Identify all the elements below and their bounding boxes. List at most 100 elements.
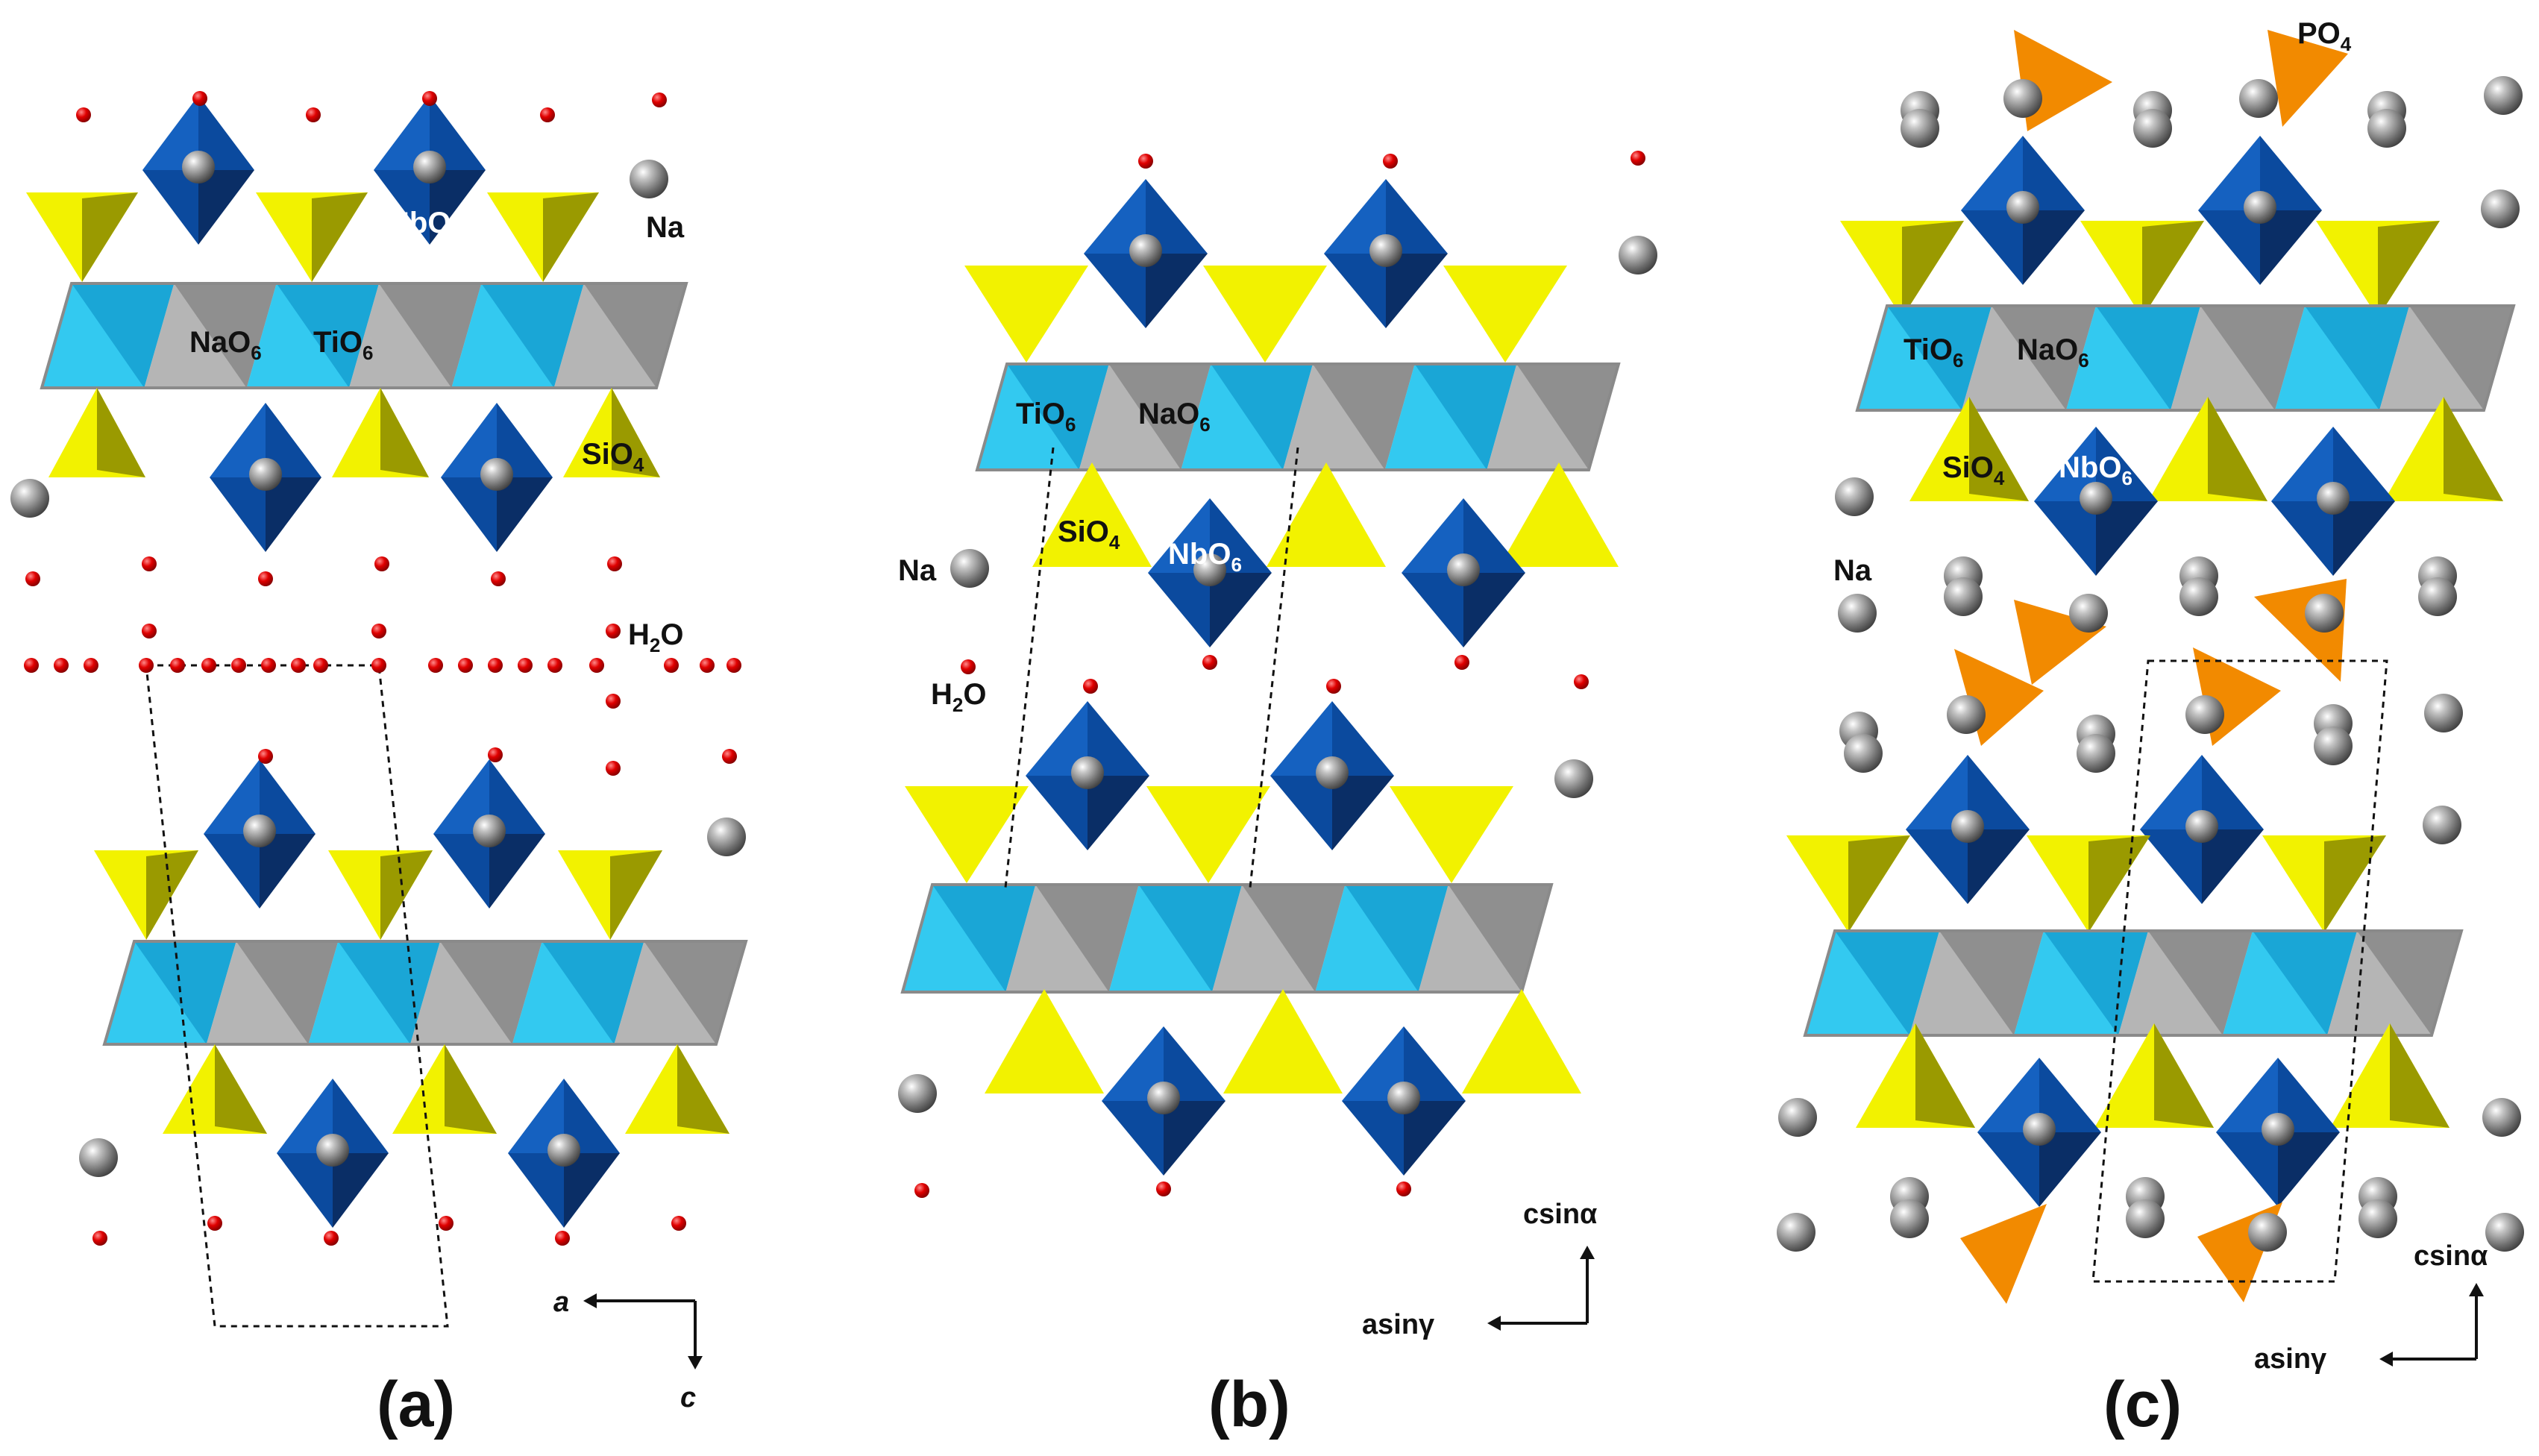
tetra-face bbox=[2378, 221, 2440, 318]
octa-face bbox=[204, 759, 260, 834]
na-sphere bbox=[1071, 756, 1104, 789]
oxygen-atom bbox=[700, 658, 715, 673]
na-sphere bbox=[1777, 1213, 1815, 1252]
label-tio6-a: TiO6 bbox=[313, 326, 373, 364]
oxygen-atom bbox=[54, 658, 69, 673]
na-sphere bbox=[2262, 1113, 2294, 1146]
tetra-face bbox=[1267, 462, 1386, 567]
sio4-tetrahedron bbox=[48, 388, 145, 477]
label-tio6-c: TiO6 bbox=[1904, 333, 1963, 371]
oxygen-atom bbox=[201, 658, 216, 673]
octa-face bbox=[1210, 498, 1272, 573]
tetra-face bbox=[1969, 397, 2029, 501]
octa-face bbox=[1386, 179, 1448, 254]
octa-face bbox=[1084, 254, 1146, 328]
sio4-tetrahedron bbox=[625, 1044, 729, 1134]
label-na-c: Na bbox=[1833, 554, 1872, 587]
oxygen-atom bbox=[374, 556, 389, 571]
tetra-face bbox=[2154, 1023, 2214, 1128]
na-sphere bbox=[2126, 1199, 2165, 1238]
nbo6-octahedron bbox=[1342, 1026, 1466, 1176]
tio6-nao6-band bbox=[900, 883, 1554, 994]
sio4-tetrahedron bbox=[2316, 221, 2440, 318]
oxygen-atom bbox=[142, 556, 157, 571]
octa-face bbox=[433, 834, 489, 909]
tetra-face bbox=[612, 388, 660, 477]
na-sphere bbox=[2314, 727, 2353, 765]
oxygen-atom bbox=[518, 658, 533, 673]
band-shade bbox=[583, 283, 686, 388]
tetra-face bbox=[380, 850, 433, 940]
octa-face bbox=[333, 1153, 389, 1228]
octa-face bbox=[1968, 829, 2030, 904]
sio4-tetrahedron bbox=[558, 850, 662, 940]
band-shade bbox=[1108, 364, 1211, 470]
octa-face bbox=[441, 477, 497, 552]
na-sphere bbox=[1316, 756, 1349, 789]
na-sphere bbox=[2077, 734, 2115, 773]
axes-b: asinγ csinα bbox=[1362, 1199, 1597, 1340]
band-shade bbox=[1414, 364, 1517, 470]
octa-face bbox=[210, 403, 266, 477]
tetra-face bbox=[1902, 221, 1964, 318]
band-shade bbox=[2200, 306, 2305, 410]
octa-face bbox=[2140, 829, 2202, 904]
octa-face bbox=[2198, 210, 2260, 285]
label-h2o-b: H2O bbox=[931, 678, 986, 716]
tetra-face bbox=[964, 266, 1088, 363]
oxygen-atom bbox=[1383, 154, 1398, 169]
sio4-tetrahedron bbox=[905, 786, 1029, 883]
oxygen-atom bbox=[139, 658, 154, 673]
label-nao6-c: NaO6 bbox=[2017, 333, 2089, 371]
octa-face bbox=[1906, 755, 1968, 829]
band-outline bbox=[40, 282, 688, 389]
octa-face bbox=[2039, 1132, 2101, 1207]
na-sphere bbox=[1619, 236, 1657, 274]
oxygen-atom bbox=[92, 1231, 107, 1246]
unit-cell-b-edge bbox=[1004, 447, 1055, 888]
sio4-tetrahedron bbox=[1840, 221, 1964, 318]
oxygen-atom bbox=[258, 749, 273, 764]
na-sphere bbox=[2305, 594, 2344, 633]
na-sphere bbox=[2133, 109, 2172, 148]
band-shade bbox=[644, 941, 746, 1044]
band-shade bbox=[134, 941, 236, 1044]
band-shade bbox=[2357, 931, 2461, 1035]
sio4-tetrahedron bbox=[2094, 1023, 2214, 1128]
octa-face bbox=[374, 170, 430, 245]
octa-face bbox=[1102, 1101, 1164, 1176]
octa-face bbox=[374, 95, 430, 170]
oxygen-atom bbox=[491, 571, 506, 586]
nbo6-octahedron bbox=[210, 403, 321, 552]
na-sphere bbox=[2069, 594, 2108, 633]
sio4-tetrahedron bbox=[2148, 397, 2267, 501]
nbo6-octahedron bbox=[1148, 498, 1272, 647]
na-sphere bbox=[316, 1134, 349, 1167]
tetra-face bbox=[445, 1044, 497, 1134]
nbo6-octahedron bbox=[2216, 1058, 2340, 1207]
sio4-tetrahedron bbox=[332, 388, 429, 477]
na-sphere bbox=[2244, 191, 2276, 224]
octa-face bbox=[204, 834, 260, 909]
octa-face bbox=[1404, 1026, 1466, 1101]
octa-face bbox=[1968, 755, 2030, 829]
sio4-tetrahedron bbox=[256, 192, 368, 282]
oxygen-atom bbox=[231, 658, 246, 673]
band-shade bbox=[1448, 885, 1551, 992]
oxygen-atom bbox=[671, 1216, 686, 1231]
tetra-face bbox=[2142, 221, 2204, 318]
sio4-tetrahedron bbox=[94, 850, 198, 940]
octa-face bbox=[142, 95, 198, 170]
tetra-face bbox=[380, 388, 429, 477]
octa-face bbox=[2333, 501, 2395, 576]
band-shade bbox=[174, 283, 277, 388]
octa-face bbox=[1146, 179, 1208, 254]
na-sphere bbox=[547, 1134, 580, 1167]
tio6-nao6-band bbox=[1855, 304, 2516, 412]
tio6-nao6-band bbox=[975, 363, 1621, 471]
band-shade bbox=[2096, 306, 2200, 410]
caption-a: (a) bbox=[377, 1369, 455, 1440]
octa-face bbox=[1402, 498, 1463, 573]
octa-face bbox=[2271, 501, 2333, 576]
octa-face bbox=[2202, 829, 2264, 904]
